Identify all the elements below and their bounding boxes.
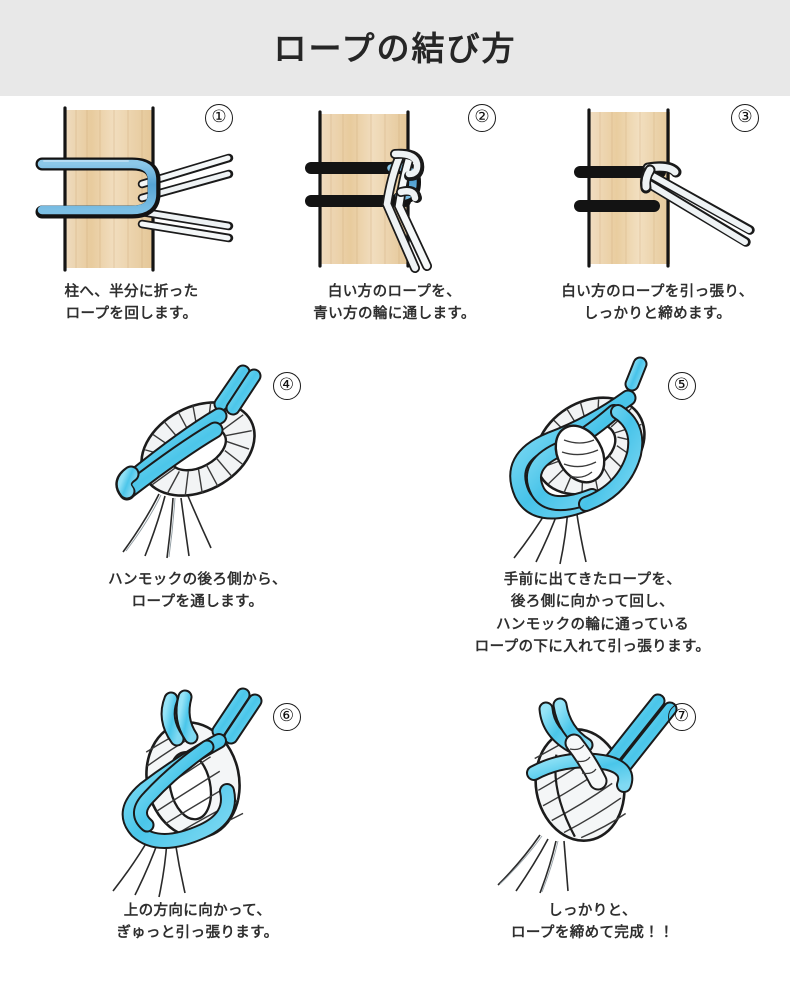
steps-row-2: ④ [0, 354, 790, 659]
step-2: ② [263, 96, 526, 326]
illustration-white-rope-through-blue-loop: ② [287, 96, 502, 281]
step-3: ③ [526, 96, 789, 326]
step-number-badge-5: ⑤ [667, 371, 696, 400]
step-number-badge-3: ③ [731, 104, 759, 132]
step-1-drawing [35, 106, 234, 272]
step-4-figure: ④ [0, 354, 395, 569]
step-number-badge-1: ① [205, 104, 233, 132]
illustration-finished-knot: ⑦ [488, 685, 698, 900]
illustration-rope-through-hammock-loop: ④ [93, 354, 303, 569]
step-7: ⑦ [395, 685, 790, 945]
step-1-caption: 柱へ、半分に折った ロープを回します。 [64, 284, 199, 323]
step-4-caption: ハンモックの後ろ側から、 ロープを通します。 [108, 571, 287, 611]
page-title: ロープの結び方 [273, 29, 517, 67]
step-3-drawing [574, 108, 755, 268]
step-2-figure: ② [263, 96, 526, 281]
step-5-caption: 手前に出てきたロープを、 後ろ側に向かって回し、 ハンモックの輪に通っている ロ… [474, 571, 711, 656]
page-header: ロープの結び方 [0, 0, 790, 96]
step-1: ① [0, 96, 263, 326]
step-7-drawing [496, 693, 677, 894]
step-3-caption: 白い方のロープを引っ張り、 しっかりと締めます。 [561, 284, 754, 323]
step-number-badge-7: ⑦ [667, 702, 696, 731]
step-4-drawing [114, 364, 261, 559]
step-5: ⑤ [395, 354, 790, 659]
illustration-pulling-white-rope-tight: ③ [550, 96, 765, 281]
step-7-caption: しっかりと、 ロープを締めて完成！！ [510, 902, 675, 942]
illustration-rope-wrapped-around-back: ⑤ [488, 354, 698, 569]
step-6: ⑥ [0, 685, 395, 945]
step-6-drawing [111, 687, 262, 897]
step-number-badge-4: ④ [272, 371, 301, 400]
step-1-figure: ① [0, 96, 263, 281]
step-5-figure: ⑤ [395, 354, 790, 569]
step-number-badge-6: ⑥ [272, 702, 301, 731]
step-5-drawing [508, 356, 647, 565]
step-6-figure: ⑥ [0, 685, 395, 900]
steps-container: ① [0, 96, 790, 945]
steps-row-3: ⑥ [0, 685, 790, 945]
step-2-caption: 白い方のロープを、 青い方の輪に通します。 [313, 284, 476, 323]
step-3-figure: ③ [526, 96, 789, 281]
step-2-drawing [305, 110, 432, 273]
step-6-caption: 上の方向に向かって、 ぎゅっと引っ張ります。 [116, 902, 279, 942]
steps-row-1: ① [0, 96, 790, 326]
step-4: ④ [0, 354, 395, 659]
step-number-badge-2: ② [468, 104, 496, 132]
illustration-post-with-folded-rope: ① [24, 96, 239, 281]
illustration-pull-upward-tight: ⑥ [93, 685, 303, 900]
step-7-figure: ⑦ [395, 685, 790, 900]
